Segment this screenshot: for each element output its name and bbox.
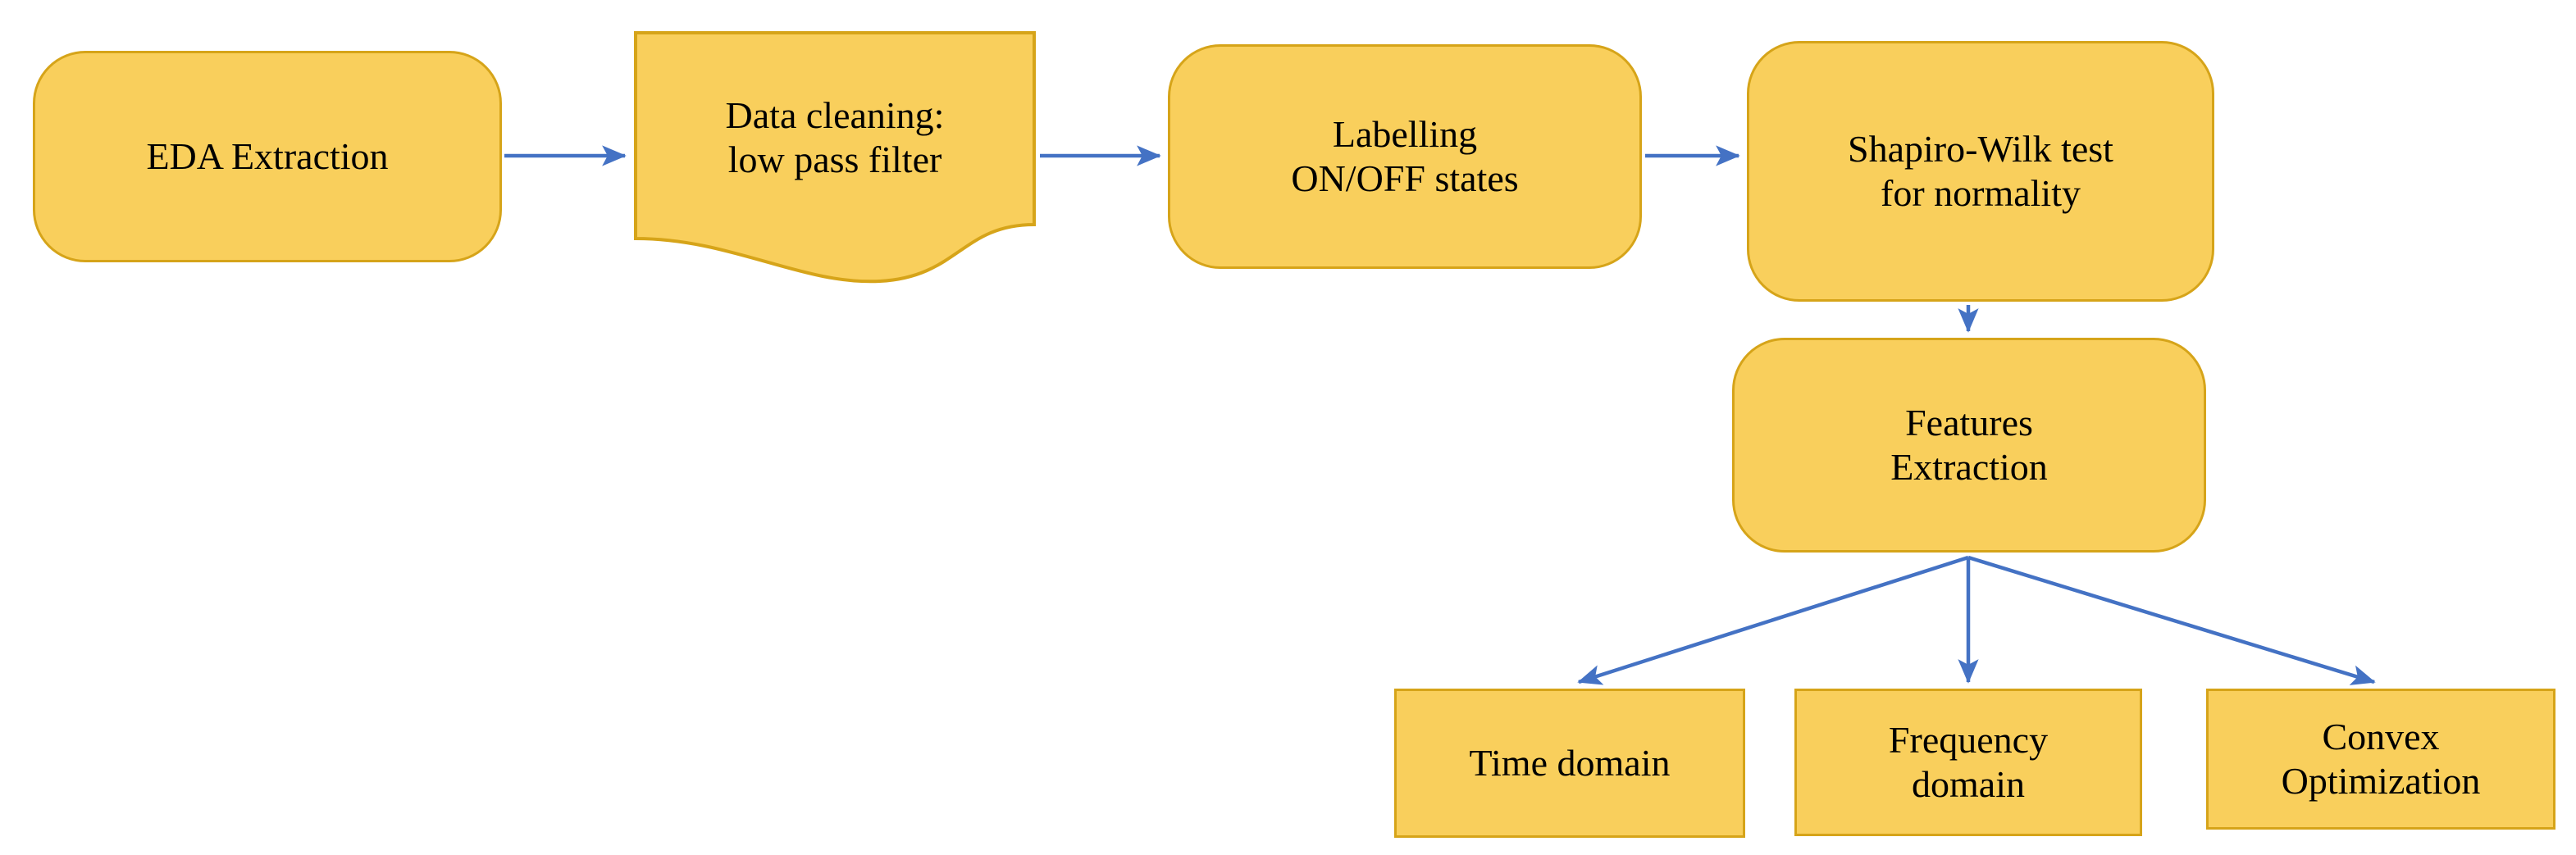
node-data-cleaning[interactable]: Data cleaning: low pass filter [634,31,1036,287]
node-label-shapiro-wilk-test: Shapiro-Wilk test for normality [1848,127,2113,214]
node-label-convex-optimization: Convex Optimization [2281,715,2481,802]
node-shapiro-wilk-test[interactable]: Shapiro-Wilk test for normality [1747,41,2214,302]
node-time-domain[interactable]: Time domain [1394,689,1745,838]
node-convex-optimization[interactable]: Convex Optimization [2206,689,2555,830]
node-labelling-on-off-states[interactable]: Labelling ON/OFF states [1168,44,1642,269]
edge-features-to-convex [1967,555,2376,685]
document-shape-icon [634,31,1036,284]
node-label-eda-extraction: EDA Extraction [146,134,389,177]
node-label-time-domain: Time domain [1469,741,1671,784]
edge-features-to-time [1577,555,1969,685]
node-label-features-extraction: Features Extraction [1890,401,2048,488]
node-features-extraction[interactable]: Features Extraction [1732,338,2206,553]
node-eda-extraction[interactable]: EDA Extraction [33,51,502,262]
node-label-frequency-domain: Frequency domain [1888,718,2049,805]
node-frequency-domain[interactable]: Frequency domain [1794,689,2142,836]
node-label-labelling-on-off-states: Labelling ON/OFF states [1291,112,1519,199]
node-label-data-cleaning: Data cleaning: low pass filter [725,93,945,180]
